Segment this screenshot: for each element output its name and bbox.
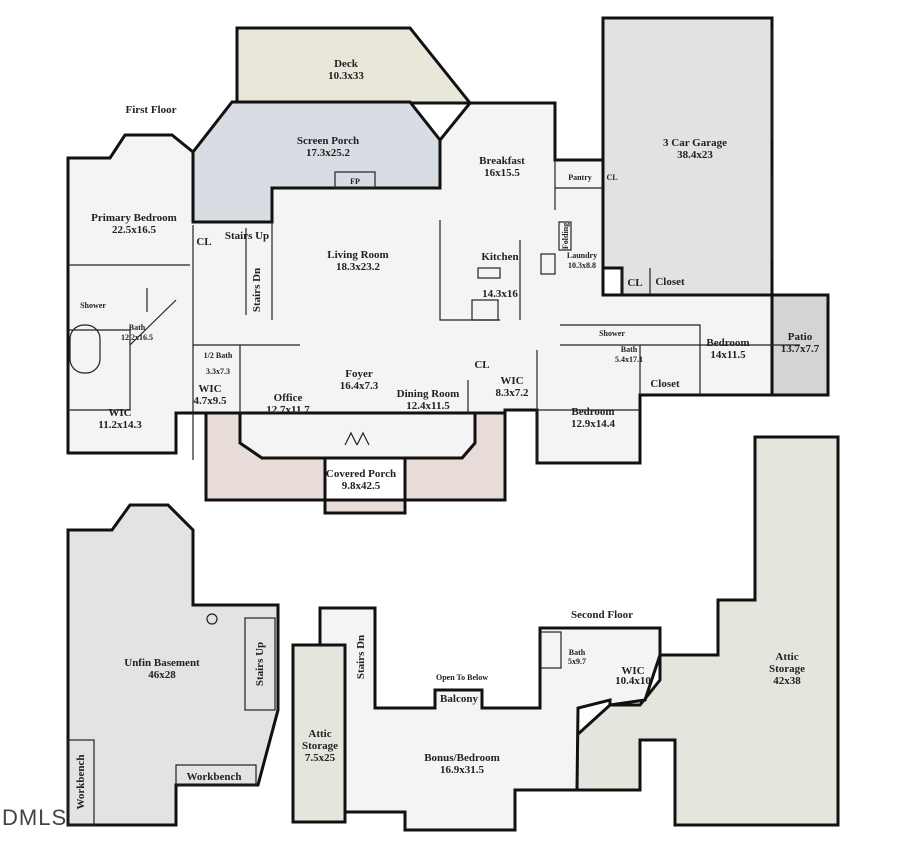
upper-wic-label: WIC [621,665,644,677]
upper-stairs-label: Stairs Dn [355,635,367,679]
bathtub-icon [69,324,101,374]
basement-size: 46x28 [148,669,176,681]
basement-area [66,503,280,827]
basement-stairs [244,617,276,711]
attic-small-label-2: Storage [302,740,338,752]
patio-label: Patio [788,331,813,343]
office-label: Office [274,392,303,404]
living-room-size: 18.3x23.2 [336,261,381,273]
basement-stairs-label: Stairs Up [254,642,266,686]
half-bath-label: 1/2 Bath [204,351,233,360]
front-door-icon [344,431,370,446]
covered-porch-size: 9.8x42.5 [342,480,381,492]
kitchen-size: 14.3x16 [482,288,518,300]
bedroom-east-size: 14x11.5 [710,349,746,361]
folding-label: Folding [561,223,570,249]
deck-label: Deck [334,58,359,70]
water-heater-icon [206,613,218,625]
bedroom-east-label: Bedroom [706,337,749,349]
stove-icon [540,253,556,275]
office-size: 12.7x11.7 [266,404,310,416]
stairs-up-label: Stairs Up [225,230,269,242]
patio-size: 13.7x7.7 [781,343,820,355]
laundry-size: 10.3x8.8 [568,261,596,270]
bonus-size: 16.9x31.5 [440,764,485,776]
primary-bath-label: Bath [129,323,146,332]
garage-closet-label: Closet [655,276,685,288]
living-room-label: Living Room [327,249,388,261]
screen-porch-size: 17.3x25.2 [306,147,351,159]
pantry-cl-label: CL [606,173,617,182]
pantry-label: Pantry [568,173,592,182]
workbench-bottom-counter [175,764,257,786]
jack-bath-label: Bath [621,345,638,354]
upper-wic-size: 10.4x10 [615,675,651,687]
bedroom-closet-label: Closet [650,378,680,390]
kitchen-island-icon [471,299,499,321]
interior-walls [68,30,800,463]
first-floor-label: First Floor [125,104,176,116]
garage-cl-label: CL [627,277,642,289]
dining-cl-label: CL [474,359,489,371]
breakfast-label: Breakfast [479,155,525,167]
balcony-label: Balcony [440,693,478,705]
laundry-label: Laundry [567,251,597,260]
upper-bath-size: 5x9.7 [568,657,586,666]
bedroom-south-label: Bedroom [571,406,614,418]
primary-cl-label: CL [196,236,211,248]
jack-bath-size: 5.4x17.1 [615,355,643,364]
fireplace-box [334,171,376,189]
kitchen-label: Kitchen [481,251,518,263]
attic-large-label-2: Storage [769,663,805,675]
workbench-left-label: Workbench [75,754,87,809]
fireplace-label: FP [350,177,360,186]
primary-bath-size: 12.2x16.5 [121,333,153,342]
half-bath-size: 3.3x7.3 [206,367,230,376]
workbench-left-counter [67,739,95,826]
upper-bath-label: Bath [569,648,586,657]
attic-small-label: Attic [308,728,331,740]
folding-counter [558,221,572,251]
second-floor-outline [318,606,662,832]
dining-room-size: 12.4x11.5 [406,400,450,412]
covered-porch-label: Covered Porch [326,468,396,480]
garage-size: 38.4x23 [677,149,713,161]
wic-small-label: WIC [198,383,221,395]
workbench-bottom-label: Workbench [186,771,241,783]
wic-small-size: 4.7x9.5 [194,395,228,407]
second-floor-label: Second Floor [571,609,633,621]
screen-porch-label: Screen Porch [297,135,359,147]
mls-logo: DMLS [2,805,67,830]
deck-size: 10.3x33 [328,70,364,82]
screen-porch-area [191,100,442,224]
basement-label: Unfin Basement [124,657,200,669]
open-to-below-label: Open To Below [436,673,488,682]
garage-label: 3 Car Garage [663,137,727,149]
jack-shower-label: Shower [599,329,625,338]
primary-wic-size: 11.2x14.3 [98,419,142,431]
bedroom-south-size: 12.9x14.4 [571,418,616,430]
primary-shower-label: Shower [80,301,106,310]
dining-room-label: Dining Room [397,388,460,400]
foyer-size: 16.4x7.3 [340,380,379,392]
bedroom-wic-label: WIC [500,375,523,387]
primary-wic-label: WIC [108,407,131,419]
stairs-dn-label: Stairs Dn [251,268,263,312]
attic-large-label: Attic [775,651,798,663]
bedroom-wic-size: 8.3x7.2 [496,387,530,399]
upper-tub-icon [540,631,562,669]
foyer-label: Foyer [345,368,373,380]
attic-small-size: 7.5x25 [305,752,336,764]
breakfast-size: 16x15.5 [484,167,520,179]
bonus-label: Bonus/Bedroom [424,752,500,764]
primary-bedroom-label: Primary Bedroom [91,212,177,224]
attic-small-area [291,643,347,824]
primary-bedroom-size: 22.5x16.5 [112,224,157,236]
office-dining-front [238,411,477,460]
kitchen-sink-icon [477,267,501,279]
attic-large-size: 42x38 [773,675,801,687]
